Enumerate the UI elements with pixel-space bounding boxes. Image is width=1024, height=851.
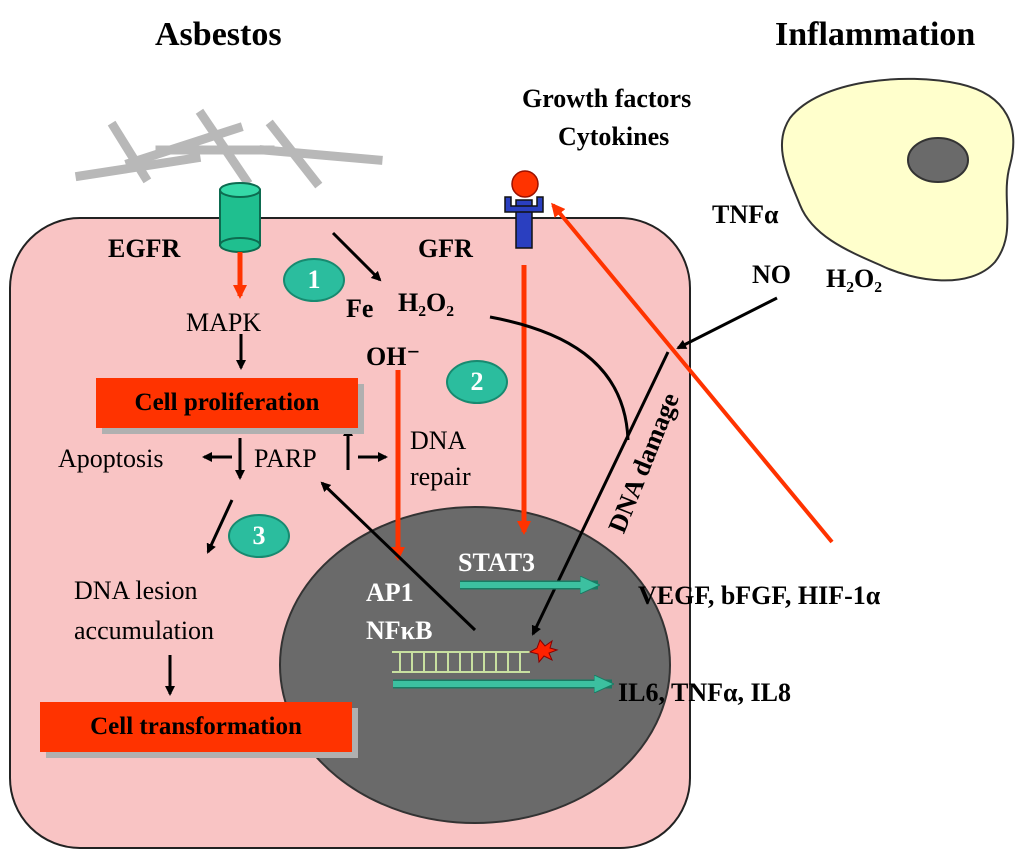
inflammatory-cell bbox=[780, 77, 1015, 282]
il6-output-label: IL6, TNFα, IL8 bbox=[618, 678, 791, 707]
growth-factors-label: Growth factors bbox=[522, 84, 692, 113]
step-2-badge: 2 bbox=[446, 360, 508, 404]
h2o2-label: H₂O₂ bbox=[398, 288, 455, 317]
fe-label: Fe bbox=[346, 294, 374, 323]
cell-proliferation-box: Cell proliferation bbox=[96, 378, 358, 428]
hydroxyl-label: OH⁻ bbox=[366, 342, 421, 371]
dna-lesion-label-line2: accumulation bbox=[74, 616, 215, 645]
egfr-receptor bbox=[219, 182, 261, 253]
dna-repair-label-line1: DNA bbox=[410, 426, 467, 455]
mapk-label: MAPK bbox=[186, 308, 262, 337]
h2o2-inflammation-label: H₂O₂ bbox=[826, 264, 883, 293]
dna-damage-burst bbox=[528, 639, 559, 664]
asbestos-fibers bbox=[74, 108, 383, 189]
step-1-badge: 1 bbox=[283, 258, 345, 302]
inflammatory-cell-nucleus bbox=[907, 137, 969, 183]
gfr-receptor bbox=[504, 170, 544, 249]
inflammation-title: Inflammation bbox=[775, 16, 976, 53]
parp-label: PARP bbox=[254, 444, 317, 473]
ap1-label: AP1 bbox=[366, 578, 414, 607]
stat3-label: STAT3 bbox=[458, 548, 536, 577]
asbestos-title: Asbestos bbox=[155, 16, 282, 53]
signal-arrows bbox=[233, 202, 834, 561]
egfr-label: EGFR bbox=[108, 234, 181, 263]
gfr-label: GFR bbox=[418, 234, 473, 263]
cytokines-label: Cytokines bbox=[558, 122, 670, 151]
black-arrows bbox=[165, 231, 778, 696]
transcription-arrows bbox=[393, 585, 612, 684]
tnfa-label: TNFα bbox=[712, 200, 779, 229]
no-label: NO bbox=[752, 260, 791, 289]
vegf-output-label: VEGF, bFGF, HIF-1α bbox=[638, 581, 881, 610]
dna-lesion-label-line1: DNA lesion bbox=[74, 576, 198, 605]
dna-strand bbox=[392, 651, 530, 673]
cell-transformation-box: Cell transformation bbox=[40, 702, 352, 752]
nfkb-label: NFκB bbox=[366, 616, 433, 645]
step-3-badge: 3 bbox=[228, 514, 290, 558]
dna-repair-label-line2: repair bbox=[410, 462, 471, 491]
apoptosis-label: Apoptosis bbox=[58, 444, 164, 473]
